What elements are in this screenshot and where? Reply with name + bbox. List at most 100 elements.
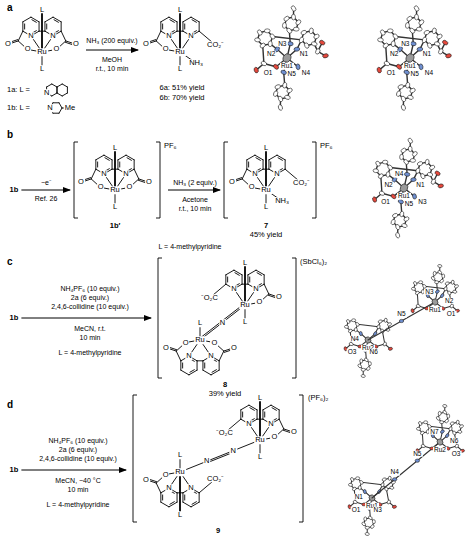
atom-ellipsoid xyxy=(387,322,392,327)
counterion-label: (PF₆)₂ xyxy=(307,394,330,402)
atom-ellipsoid xyxy=(353,500,358,504)
bond xyxy=(105,158,109,161)
atom-ellipsoid xyxy=(257,29,264,36)
crystal-structure xyxy=(344,318,393,378)
atom-ellipsoid xyxy=(455,443,459,448)
bond xyxy=(57,87,58,93)
atom-label: O xyxy=(53,46,61,54)
bond xyxy=(204,363,205,368)
atom-ellipsoid xyxy=(390,219,395,225)
reaction-arrow xyxy=(168,190,220,191)
bond xyxy=(181,370,189,375)
bond xyxy=(97,162,98,167)
atom-label: Ru2 xyxy=(433,447,447,454)
atom-label: N4 xyxy=(394,171,404,178)
structure xyxy=(146,10,216,70)
condition-text: 2,4,6-collidine (10 equiv.) xyxy=(38,455,118,462)
bond xyxy=(264,275,265,284)
atom-label: N xyxy=(252,285,259,293)
bond xyxy=(262,410,263,419)
atom-ellipsoid xyxy=(427,172,433,177)
bond xyxy=(18,31,23,41)
atom-ellipsoid xyxy=(435,281,439,284)
bond xyxy=(156,31,161,41)
bond xyxy=(244,263,246,306)
bond xyxy=(203,370,211,375)
bond xyxy=(265,148,267,191)
atom-ellipsoid xyxy=(431,276,436,281)
atom-ellipsoid xyxy=(401,223,407,228)
bond xyxy=(257,410,258,419)
atom-label: N xyxy=(273,170,280,178)
atom-ellipsoid xyxy=(435,289,440,294)
atom-ellipsoid xyxy=(368,515,373,520)
bond xyxy=(61,31,66,41)
atom-ellipsoid xyxy=(386,172,390,178)
atom-ellipsoid xyxy=(421,444,426,448)
atom-ellipsoid xyxy=(424,421,428,424)
atom-label: L xyxy=(197,319,203,327)
atom-label: L xyxy=(177,6,183,14)
bond xyxy=(57,84,62,87)
atom-label: N1 xyxy=(299,51,309,58)
bond xyxy=(169,502,177,507)
atom-ellipsoid xyxy=(405,82,410,88)
bond xyxy=(191,502,199,507)
structure xyxy=(81,148,149,208)
atom-ellipsoid xyxy=(403,159,409,166)
bracket-right xyxy=(156,142,160,218)
ligand-note: L = 4-methylpyridine xyxy=(58,349,123,356)
atom-ellipsoid xyxy=(425,159,430,165)
atom-label: O xyxy=(162,344,170,352)
bond xyxy=(372,442,440,498)
counterion-label: (SbCl₆)₂ xyxy=(299,258,328,266)
atom-ellipsoid xyxy=(364,357,369,362)
atom-ellipsoid xyxy=(380,29,387,36)
atom-ellipsoid xyxy=(379,190,386,196)
bond xyxy=(59,108,62,113)
atom-ellipsoid xyxy=(440,429,445,434)
atom-label: L xyxy=(242,318,248,326)
atom-ellipsoid xyxy=(344,325,349,328)
bond xyxy=(226,270,234,275)
compound-node: 1b xyxy=(9,314,20,322)
atom-label: O1 xyxy=(263,70,274,77)
atom-label: CO₂⁻ xyxy=(292,179,311,187)
bond xyxy=(361,482,382,484)
bond xyxy=(61,22,62,31)
atom-label: N4 xyxy=(350,335,360,342)
atom-ellipsoid xyxy=(311,41,318,46)
bond xyxy=(235,273,239,276)
yield-label: 39% yield xyxy=(208,390,243,398)
atom-ellipsoid xyxy=(295,19,302,26)
bond xyxy=(182,22,183,31)
atom-label: N xyxy=(187,484,194,492)
bond xyxy=(279,419,284,429)
bond xyxy=(248,270,256,275)
bond xyxy=(263,160,264,169)
atom-label: N2 xyxy=(383,181,393,188)
bridge-bond xyxy=(180,440,260,472)
structure xyxy=(209,263,279,323)
atom-ellipsoid xyxy=(375,160,381,167)
bond xyxy=(117,160,118,169)
bond xyxy=(200,305,245,340)
atom-ellipsoid xyxy=(415,291,420,296)
bond xyxy=(246,160,247,169)
bracket xyxy=(158,258,296,378)
bracket-left xyxy=(158,258,162,378)
bond xyxy=(134,160,135,169)
bond xyxy=(160,493,161,502)
atom-ellipsoid xyxy=(293,27,299,31)
atom-ellipsoid xyxy=(399,319,403,322)
atom-label: O xyxy=(126,184,134,192)
atom-ellipsoid xyxy=(376,324,380,329)
ligand-note: L = 4-methylpyridine xyxy=(158,243,223,250)
bond xyxy=(249,405,257,410)
bracket-right xyxy=(299,395,303,522)
atom-ellipsoid xyxy=(427,42,433,49)
bond xyxy=(199,22,200,31)
atom-ellipsoid xyxy=(439,279,444,284)
bond xyxy=(54,20,58,23)
atom-ellipsoid xyxy=(309,28,314,34)
